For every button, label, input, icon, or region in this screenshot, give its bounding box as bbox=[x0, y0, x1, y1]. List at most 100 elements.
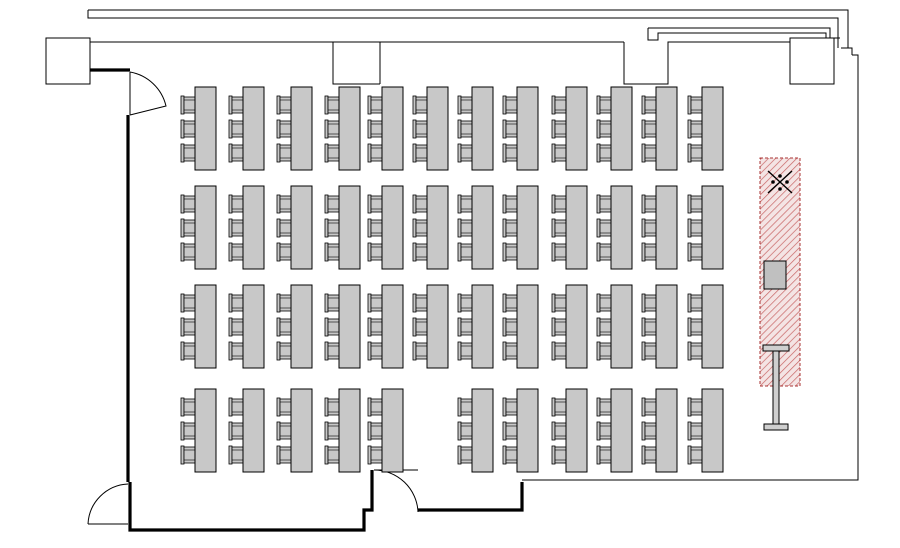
table-group bbox=[367, 185, 404, 270]
chair bbox=[276, 293, 292, 313]
outer-walls bbox=[87, 9, 859, 481]
table-group bbox=[228, 185, 265, 270]
chair bbox=[324, 242, 340, 262]
table-group bbox=[687, 86, 724, 171]
table bbox=[565, 388, 588, 473]
chair bbox=[687, 421, 703, 441]
table bbox=[701, 388, 724, 473]
table-group bbox=[641, 284, 678, 369]
table-group bbox=[324, 86, 361, 171]
table bbox=[610, 86, 633, 171]
chair bbox=[276, 194, 292, 214]
table-group bbox=[596, 388, 633, 473]
chair bbox=[276, 242, 292, 262]
table bbox=[290, 86, 313, 171]
chair bbox=[502, 194, 518, 214]
table bbox=[701, 185, 724, 270]
chair bbox=[324, 397, 340, 417]
chair bbox=[641, 95, 657, 115]
chair bbox=[551, 95, 567, 115]
door-bottom-left[interactable] bbox=[87, 483, 129, 525]
table-group bbox=[687, 185, 724, 270]
chair bbox=[457, 317, 473, 337]
table-group bbox=[228, 388, 265, 473]
table bbox=[381, 185, 404, 270]
table-group bbox=[551, 185, 588, 270]
table-group bbox=[180, 388, 217, 473]
chair bbox=[596, 317, 612, 337]
table bbox=[242, 86, 265, 171]
chair bbox=[412, 218, 428, 238]
table-group bbox=[551, 86, 588, 171]
chair bbox=[641, 293, 657, 313]
table bbox=[426, 284, 449, 369]
chair bbox=[228, 317, 244, 337]
chair bbox=[457, 397, 473, 417]
table-group bbox=[412, 185, 449, 270]
chair bbox=[502, 341, 518, 361]
chair bbox=[502, 95, 518, 115]
podium[interactable] bbox=[763, 260, 787, 290]
table bbox=[381, 86, 404, 171]
chair bbox=[276, 119, 292, 139]
chair bbox=[412, 341, 428, 361]
table bbox=[471, 86, 494, 171]
seating-grid bbox=[180, 86, 724, 473]
table-group bbox=[276, 284, 313, 369]
door-bottom-middle[interactable] bbox=[373, 469, 419, 513]
chair bbox=[457, 143, 473, 163]
chair bbox=[228, 293, 244, 313]
table-group bbox=[324, 388, 361, 473]
chair bbox=[596, 242, 612, 262]
chair bbox=[596, 341, 612, 361]
table bbox=[338, 284, 361, 369]
table bbox=[194, 284, 217, 369]
table bbox=[242, 185, 265, 270]
chair bbox=[457, 421, 473, 441]
table bbox=[242, 284, 265, 369]
chair bbox=[551, 445, 567, 465]
chair bbox=[367, 293, 383, 313]
chair bbox=[367, 119, 383, 139]
table bbox=[516, 388, 539, 473]
table-group bbox=[412, 86, 449, 171]
table bbox=[290, 388, 313, 473]
table-group bbox=[276, 86, 313, 171]
table bbox=[290, 284, 313, 369]
table bbox=[290, 185, 313, 270]
chair bbox=[412, 143, 428, 163]
screen-stand[interactable] bbox=[762, 344, 790, 431]
chair bbox=[412, 95, 428, 115]
table bbox=[565, 185, 588, 270]
table bbox=[194, 86, 217, 171]
chair bbox=[596, 397, 612, 417]
chair bbox=[180, 293, 196, 313]
chair bbox=[687, 341, 703, 361]
table-group bbox=[276, 185, 313, 270]
chair bbox=[457, 341, 473, 361]
table bbox=[242, 388, 265, 473]
table-group bbox=[367, 388, 404, 473]
table-group bbox=[324, 185, 361, 270]
table-group bbox=[502, 284, 539, 369]
chair bbox=[687, 317, 703, 337]
chair bbox=[551, 143, 567, 163]
table bbox=[338, 86, 361, 171]
table bbox=[610, 388, 633, 473]
chair bbox=[687, 397, 703, 417]
chair bbox=[502, 445, 518, 465]
table-group bbox=[641, 388, 678, 473]
table bbox=[338, 185, 361, 270]
chair bbox=[367, 194, 383, 214]
chair bbox=[412, 119, 428, 139]
table-group bbox=[412, 284, 449, 369]
chair bbox=[180, 218, 196, 238]
chair bbox=[228, 421, 244, 441]
table bbox=[381, 284, 404, 369]
door-top-left[interactable] bbox=[129, 71, 167, 116]
table-group bbox=[687, 388, 724, 473]
chair bbox=[502, 421, 518, 441]
table-group bbox=[367, 86, 404, 171]
chair bbox=[324, 445, 340, 465]
